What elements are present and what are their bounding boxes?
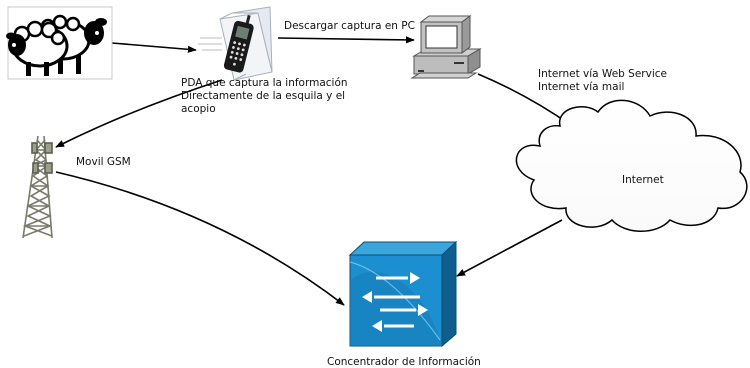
- pda-label-line-1: PDA que captura la información: [181, 77, 348, 89]
- edge-pda-to-tower: [55, 79, 223, 148]
- pda-label-line-2: Directamente de la esquila y el: [181, 90, 346, 102]
- edge-pda-to-pc: [277, 36, 415, 44]
- pc-link-label: Descargar captura en PC: [284, 20, 415, 32]
- edge-sheep-to-pda: [111, 42, 197, 53]
- tower-label: Movil GSM: [76, 156, 131, 168]
- edge-tower-to-concentrator: [55, 171, 345, 306]
- pda-phone-icon: [198, 6, 273, 81]
- gsm-tower-icon: [22, 135, 53, 239]
- desktop-computer-icon: [410, 15, 482, 79]
- edge-internet-to-concentrator: [456, 219, 563, 277]
- sheep-icon: [6, 6, 113, 80]
- internet-link-label-line-1: Internet vía Web Service: [538, 68, 667, 80]
- internet-label: Internet: [622, 174, 664, 186]
- concentrator-switch-icon: [348, 240, 458, 348]
- internet-link-label-line-2: Internet vía mail: [538, 81, 625, 93]
- cloud-icon: [515, 99, 748, 232]
- pda-label-line-3: acopio: [181, 103, 216, 115]
- connectors: [55, 36, 573, 306]
- concentrator-label: Concentrador de Información: [327, 356, 481, 368]
